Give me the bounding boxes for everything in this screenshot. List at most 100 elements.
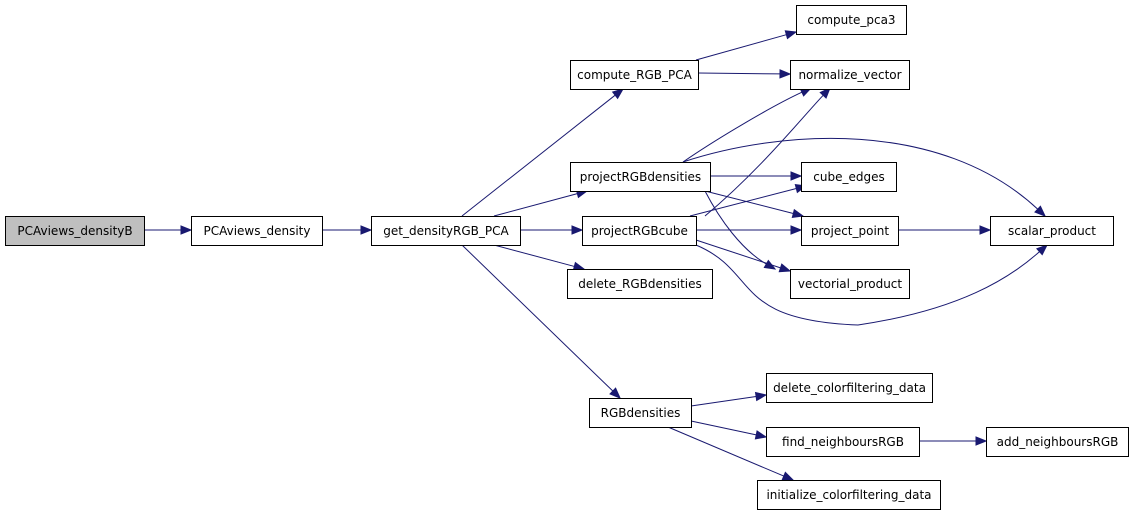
edge-projectrgbdensities-to-project_point-arrowhead [791, 208, 805, 218]
node-label: PCAviews_densityB [17, 224, 132, 238]
edge-projectrgbdensities-to-project_point [704, 190, 805, 218]
node-box [589, 398, 692, 428]
edge-get_densityrgb_pca-to-rgbdensities-arrowhead [609, 387, 621, 399]
node-add-neighboursrgb[interactable]: add_neighboursRGB [986, 427, 1129, 457]
node-box [766, 373, 933, 403]
node-compute-rgb-pca[interactable]: compute_RGB_PCA [570, 60, 699, 90]
edge-projectrgbcube-to-vectorial_product-line [695, 239, 781, 269]
node-box [790, 269, 910, 299]
edge-projectrgbdensities-to-scalar_product-line [682, 138, 1039, 210]
node-box [582, 216, 697, 246]
node-label: initialize_colorfiltering_data [766, 488, 931, 502]
edge-projectrgbdensities-to-vectorial_product-line [704, 190, 767, 265]
node-box [567, 269, 713, 299]
node-label: compute_RGB_PCA [577, 68, 692, 82]
edge-projectrgbdensities-to-scalar_product [682, 138, 1046, 217]
node-label: delete_colorfiltering_data [773, 381, 926, 395]
edge-projectrgbcube-to-scalar_product [695, 244, 1049, 326]
edge-get_densityrgb_pca-to-compute_rgb_pca-arrowhead [611, 88, 625, 100]
edge-pcaviews_densityb-to-pcaviews_density [144, 225, 193, 235]
edge-pcaviews_densityb-to-pcaviews_density-arrowhead [180, 225, 193, 235]
node-pcaviews-density[interactable]: PCAviews_density [191, 216, 323, 246]
node-label: PCAviews_density [203, 224, 310, 238]
edge-get_densityrgb_pca-to-delete_rgbdensities-line [493, 244, 575, 267]
node-project-point[interactable]: project_point [801, 216, 899, 246]
edge-projectrgbcube-to-project_point [696, 225, 803, 235]
node-box [5, 216, 145, 246]
edge-projectrgbcube-to-scalar_product-arrowhead [1036, 244, 1049, 256]
edge-find_neighboursrgb-to-add_neighboursrgb-arrowhead [975, 436, 988, 446]
node-scalar-product[interactable]: scalar_product [990, 216, 1114, 246]
edge-rgbdensities-to-initialize_colorfiltering_data [667, 426, 795, 481]
edge-rgbdensities-to-delete_colorfiltering_data-arrowhead [754, 391, 768, 402]
edge-rgbdensities-to-find_neighboursrgb [690, 420, 768, 440]
edge-projectrgbdensities-to-normalize_vector [682, 87, 813, 163]
node-label: projectRGBcube [591, 224, 688, 238]
edge-get_densityrgb_pca-to-rgbdensities-line [461, 244, 614, 392]
edge-get_densityrgb_pca-to-projectrgbcube [520, 225, 584, 235]
edge-projectrgbdensities-to-scalar_product-arrowhead [1034, 205, 1046, 217]
edge-projectrgbcube-to-scalar_product-line [695, 244, 1040, 326]
edge-compute_rgb_pca-to-compute_pca3 [695, 30, 798, 61]
node-box [371, 216, 521, 246]
edge-projectrgbcube-to-project_point-arrowhead [790, 225, 803, 235]
node-label: get_densityRGB_PCA [383, 224, 509, 238]
node-get-densityrgb-pca[interactable]: get_densityRGB_PCA [371, 216, 521, 246]
edge-pcaviews_density-to-get_densityrgb_pca-arrowhead [360, 225, 373, 235]
edge-pcaviews_density-to-get_densityrgb_pca [322, 225, 373, 235]
edge-project_point-to-scalar_product [898, 225, 992, 235]
node-box [790, 60, 910, 90]
node-label: find_neighboursRGB [782, 435, 904, 449]
node-vectorial-product[interactable]: vectorial_product [790, 269, 910, 299]
edge-projectrgbdensities-to-cube_edges [710, 171, 803, 181]
edge-get_densityrgb_pca-to-compute_rgb_pca-line [461, 94, 616, 217]
node-pcaviews-densityb: PCAviews_densityB [5, 216, 145, 246]
node-box [766, 427, 920, 457]
node-projectrgbdensities[interactable]: projectRGBdensities [570, 162, 711, 192]
node-box [191, 216, 323, 246]
node-label: normalize_vector [798, 68, 901, 82]
node-label: project_point [811, 224, 890, 238]
edge-compute_rgb_pca-to-compute_pca3-line [695, 34, 787, 61]
node-box [570, 162, 711, 192]
node-box [801, 162, 897, 192]
edge-rgbdensities-to-initialize_colorfiltering_data-line [667, 426, 784, 477]
node-label: projectRGBdensities [580, 170, 701, 184]
node-label: cube_edges [813, 170, 884, 184]
node-delete-rgbdensities[interactable]: delete_RGBdensities [567, 269, 713, 299]
edge-projectrgbcube-to-normalize_vector-line [704, 94, 824, 217]
node-label: RGBdensities [601, 406, 681, 420]
node-find-neighboursrgb[interactable]: find_neighboursRGB [766, 427, 920, 457]
edge-rgbdensities-to-find_neighboursrgb-arrowhead [754, 430, 768, 440]
node-cube-edges[interactable]: cube_edges [801, 162, 897, 192]
edge-projectrgbcube-to-normalize_vector-arrowhead [819, 87, 831, 99]
edge-rgbdensities-to-find_neighboursrgb-line [690, 420, 757, 436]
node-box [570, 60, 699, 90]
edge-get_densityrgb_pca-to-compute_rgb_pca [461, 88, 625, 217]
node-delete-colorfiltering-data[interactable]: delete_colorfiltering_data [766, 373, 933, 403]
node-rgbdensities[interactable]: RGBdensities [589, 398, 692, 428]
node-compute-pca3[interactable]: compute_pca3 [796, 5, 907, 35]
node-initialize-colorfiltering-data[interactable]: initialize_colorfiltering_data [757, 480, 941, 510]
node-box [990, 216, 1114, 246]
node-box [757, 480, 941, 510]
edge-compute_rgb_pca-to-normalize_vector-line [697, 72, 781, 75]
node-projectrgbcube[interactable]: projectRGBcube [582, 216, 697, 246]
edge-projectrgbcube-to-vectorial_product-arrowhead [778, 263, 792, 273]
edge-projectrgbdensities-to-normalize_vector-line [682, 91, 803, 163]
edge-rgbdensities-to-delete_colorfiltering_data-line [690, 395, 757, 407]
node-normalize-vector[interactable]: normalize_vector [790, 60, 910, 90]
node-label: scalar_product [1008, 224, 1096, 238]
edge-get_densityrgb_pca-to-projectrgbdensities [493, 189, 589, 217]
node-label: vectorial_product [798, 277, 903, 291]
edge-get_densityrgb_pca-to-rgbdensities [461, 244, 621, 399]
node-box [986, 427, 1129, 457]
node-label: compute_pca3 [807, 13, 895, 27]
call-edges [144, 30, 1049, 481]
edge-compute_rgb_pca-to-normalize_vector [697, 69, 792, 79]
edge-project_point-to-scalar_product-arrowhead [979, 225, 992, 235]
node-label: add_neighboursRGB [997, 435, 1119, 449]
edge-compute_rgb_pca-to-normalize_vector-arrowhead [779, 69, 792, 79]
edge-get_densityrgb_pca-to-projectrgbcube-arrowhead [571, 225, 584, 235]
edge-projectrgbcube-to-cube_edges-line [689, 188, 797, 217]
